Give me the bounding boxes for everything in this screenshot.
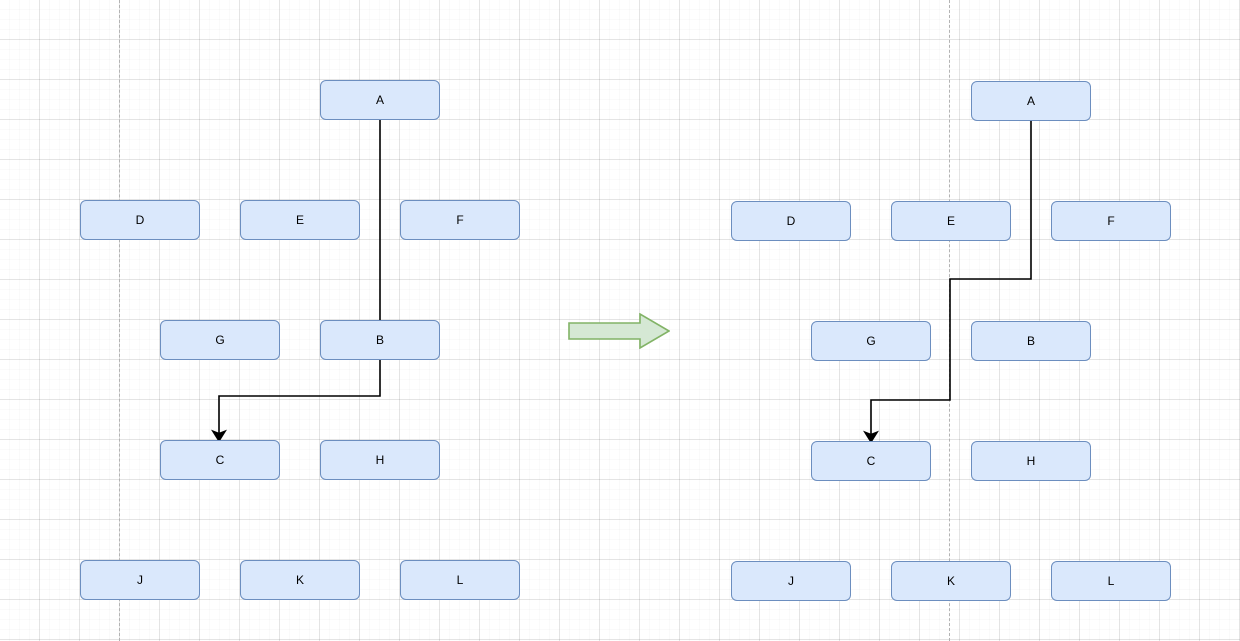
node-label: H <box>375 453 385 467</box>
node-b[interactable]: B <box>320 320 440 360</box>
node-label: A <box>1026 94 1035 108</box>
node-label: L <box>1107 574 1115 588</box>
node-label: B <box>1026 334 1035 348</box>
node-j[interactable]: J <box>731 561 851 601</box>
node-k[interactable]: K <box>240 560 360 600</box>
node-label: K <box>295 573 304 587</box>
node-a[interactable]: A <box>971 81 1091 121</box>
node-label: J <box>788 574 794 588</box>
node-label: K <box>946 574 955 588</box>
node-label: D <box>786 214 796 228</box>
node-label: A <box>375 93 384 107</box>
node-d[interactable]: D <box>80 200 200 240</box>
node-label: D <box>135 213 145 227</box>
node-d[interactable]: D <box>731 201 851 241</box>
edge-after-a-to-c <box>863 121 1032 444</box>
node-label: F <box>1107 214 1115 228</box>
node-g[interactable]: G <box>160 320 280 360</box>
node-label: B <box>375 333 384 347</box>
node-f[interactable]: F <box>400 200 520 240</box>
node-e[interactable]: E <box>240 200 360 240</box>
node-label: L <box>456 573 464 587</box>
node-label: C <box>866 454 876 468</box>
guide-line-left <box>119 0 120 641</box>
node-a[interactable]: A <box>320 80 440 120</box>
node-l[interactable]: L <box>1051 561 1171 601</box>
node-e[interactable]: E <box>891 201 1011 241</box>
node-label: G <box>215 333 225 347</box>
node-h[interactable]: H <box>971 441 1091 481</box>
node-f[interactable]: F <box>1051 201 1171 241</box>
node-label: E <box>946 214 955 228</box>
node-label: E <box>295 213 304 227</box>
guide-line-right <box>949 0 950 641</box>
node-j[interactable]: J <box>80 560 200 600</box>
node-label: J <box>137 573 143 587</box>
node-c[interactable]: C <box>160 440 280 480</box>
node-h[interactable]: H <box>320 440 440 480</box>
edge-before-a-to-c <box>211 120 381 443</box>
node-b[interactable]: B <box>971 321 1091 361</box>
node-label: H <box>1026 454 1036 468</box>
node-label: F <box>456 213 464 227</box>
node-label: G <box>866 334 876 348</box>
node-label: C <box>215 453 225 467</box>
node-c[interactable]: C <box>811 441 931 481</box>
node-k[interactable]: K <box>891 561 1011 601</box>
node-l[interactable]: L <box>400 560 520 600</box>
node-g[interactable]: G <box>811 321 931 361</box>
transform-arrow <box>568 313 670 349</box>
